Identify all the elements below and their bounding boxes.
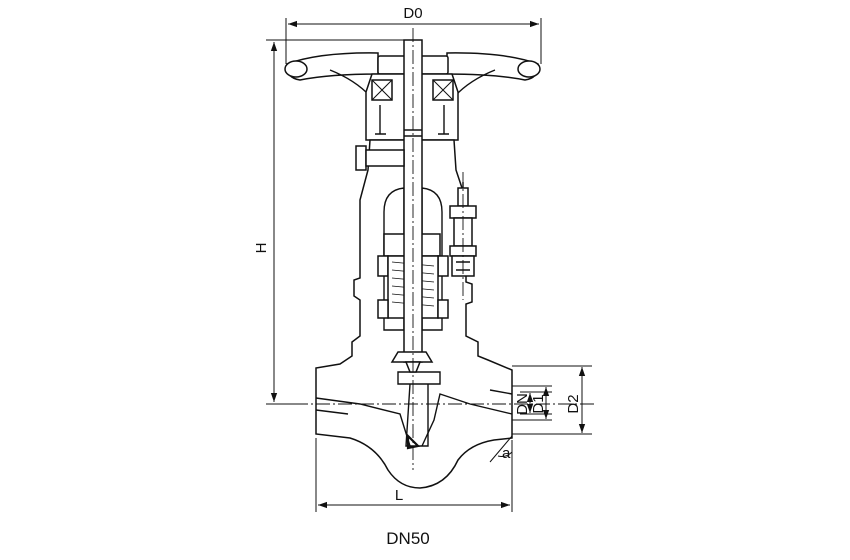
label-d1: D1 — [530, 394, 547, 413]
label-d2: D2 — [565, 394, 582, 413]
gland-bolt — [355, 145, 405, 171]
centerlines — [272, 28, 596, 470]
label-a: a — [502, 445, 511, 462]
label-l: L — [395, 487, 403, 504]
dimension-d0: D0 — [285, 5, 542, 64]
label-dn: DN — [514, 393, 531, 415]
dimension-h: H — [253, 39, 404, 405]
dimension-pipe-diameters: DN D1 D2 — [512, 365, 592, 435]
label-h: H — [253, 243, 270, 254]
bevel-angle: a — [489, 435, 513, 463]
label-d0: D0 — [403, 5, 422, 22]
caption: DN50 — [386, 529, 429, 548]
